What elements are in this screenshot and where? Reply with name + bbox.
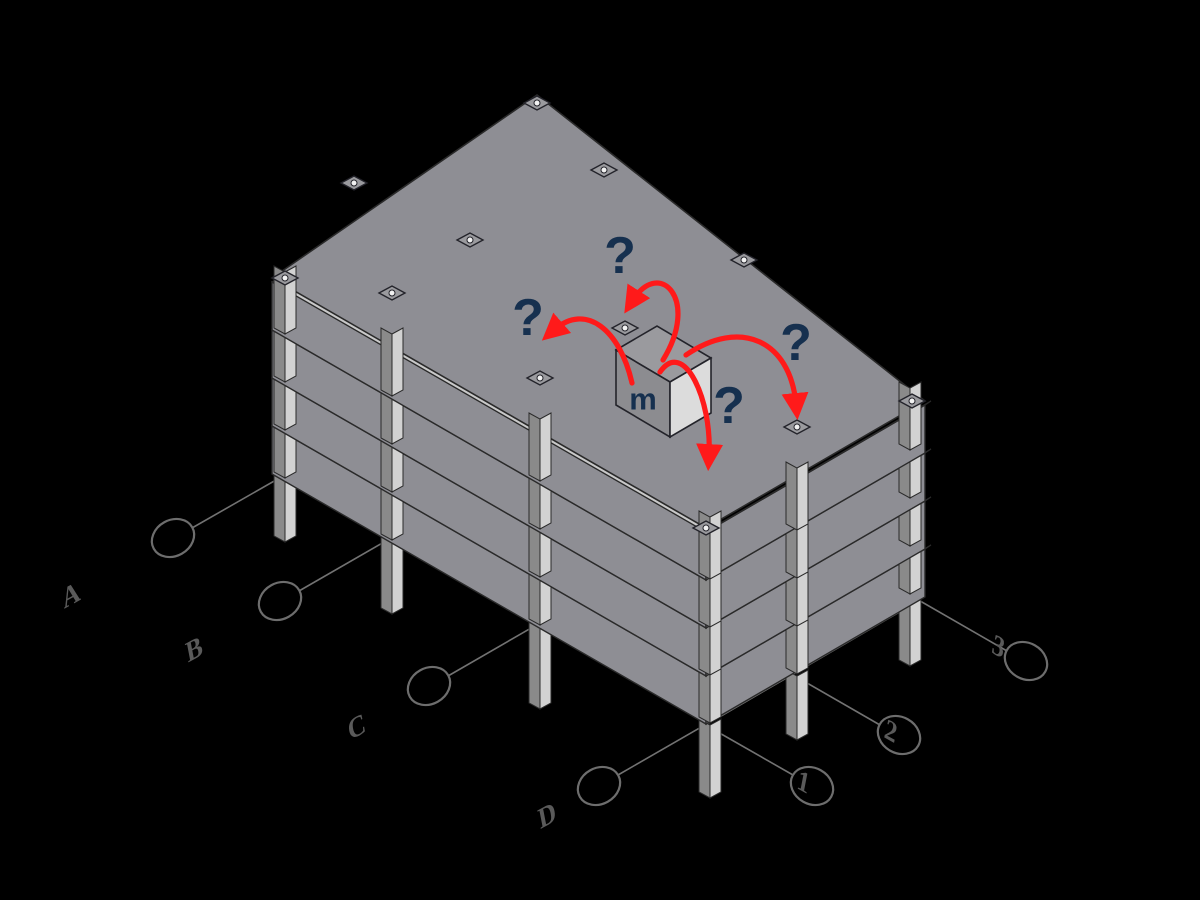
grid-bubble-c[interactable]: C <box>345 660 457 747</box>
grid-bubble-b[interactable]: B <box>183 575 308 669</box>
column-cap-left-corner[interactable] <box>270 270 300 286</box>
column-cap-interior-3[interactable] <box>589 162 619 178</box>
column <box>898 381 922 451</box>
building <box>270 94 932 799</box>
column-stubs-ground <box>273 473 922 799</box>
column <box>698 510 722 580</box>
question-mark-rear: ? <box>604 227 636 285</box>
grid-bubble-1[interactable]: 1 <box>784 760 840 813</box>
column-cap-plates <box>270 95 927 536</box>
grid-bubble-3-label: 3 <box>990 627 1008 665</box>
arrow-to-column-front[interactable] <box>657 359 724 472</box>
column-stub <box>698 718 722 799</box>
column <box>785 461 809 531</box>
grid-bubble-a-label: A <box>59 574 82 615</box>
grid-bubble-1-label: 1 <box>795 762 813 800</box>
column <box>273 265 297 335</box>
grid-bubble-2-label: 2 <box>882 712 900 750</box>
grid-bubble-a[interactable]: A <box>59 512 201 615</box>
grid-bubble-d-label: D <box>536 794 559 835</box>
column-cap-right-corner[interactable] <box>897 393 927 409</box>
column-cap-left-mid[interactable] <box>377 285 407 301</box>
grid-bubble-group: A B C D 1 2 3 <box>59 512 1054 836</box>
mass-block-label: m <box>629 382 657 417</box>
grid-bubble-3[interactable]: 3 <box>990 627 1054 687</box>
column-cap-rear[interactable] <box>610 320 640 336</box>
question-mark-front: ? <box>713 377 745 435</box>
grid-bubble-b-label: B <box>183 629 205 669</box>
grid-bubble-c-label: C <box>345 706 368 747</box>
question-mark-right: ? <box>780 314 812 372</box>
column-cap-interior-4[interactable] <box>339 175 369 191</box>
load-path-arrows <box>541 280 809 472</box>
column-stub <box>273 473 297 543</box>
arrow-to-column-left[interactable] <box>541 312 635 386</box>
column-stub <box>785 669 809 741</box>
arrow-to-column-rear[interactable] <box>624 280 681 363</box>
column-stub <box>528 620 552 710</box>
column-cap-left[interactable] <box>525 370 555 386</box>
column-cap-right[interactable] <box>782 419 812 435</box>
column-cap-front[interactable] <box>691 520 721 536</box>
column-cap-interior-1[interactable] <box>455 232 485 248</box>
column-stub <box>898 589 922 667</box>
question-marks: ? ? ? ? <box>512 227 812 435</box>
column <box>528 412 552 482</box>
question-mark-left: ? <box>512 289 544 347</box>
arrow-to-column-right[interactable] <box>683 334 809 421</box>
grid-bubble-2[interactable]: 2 <box>871 709 927 762</box>
grid-bubble-d[interactable]: D <box>536 760 627 836</box>
column-cap-rear-corner[interactable] <box>522 95 552 111</box>
column <box>380 327 404 397</box>
mass-block-right-face <box>669 356 712 439</box>
column-cap-interior-2[interactable] <box>729 252 759 268</box>
